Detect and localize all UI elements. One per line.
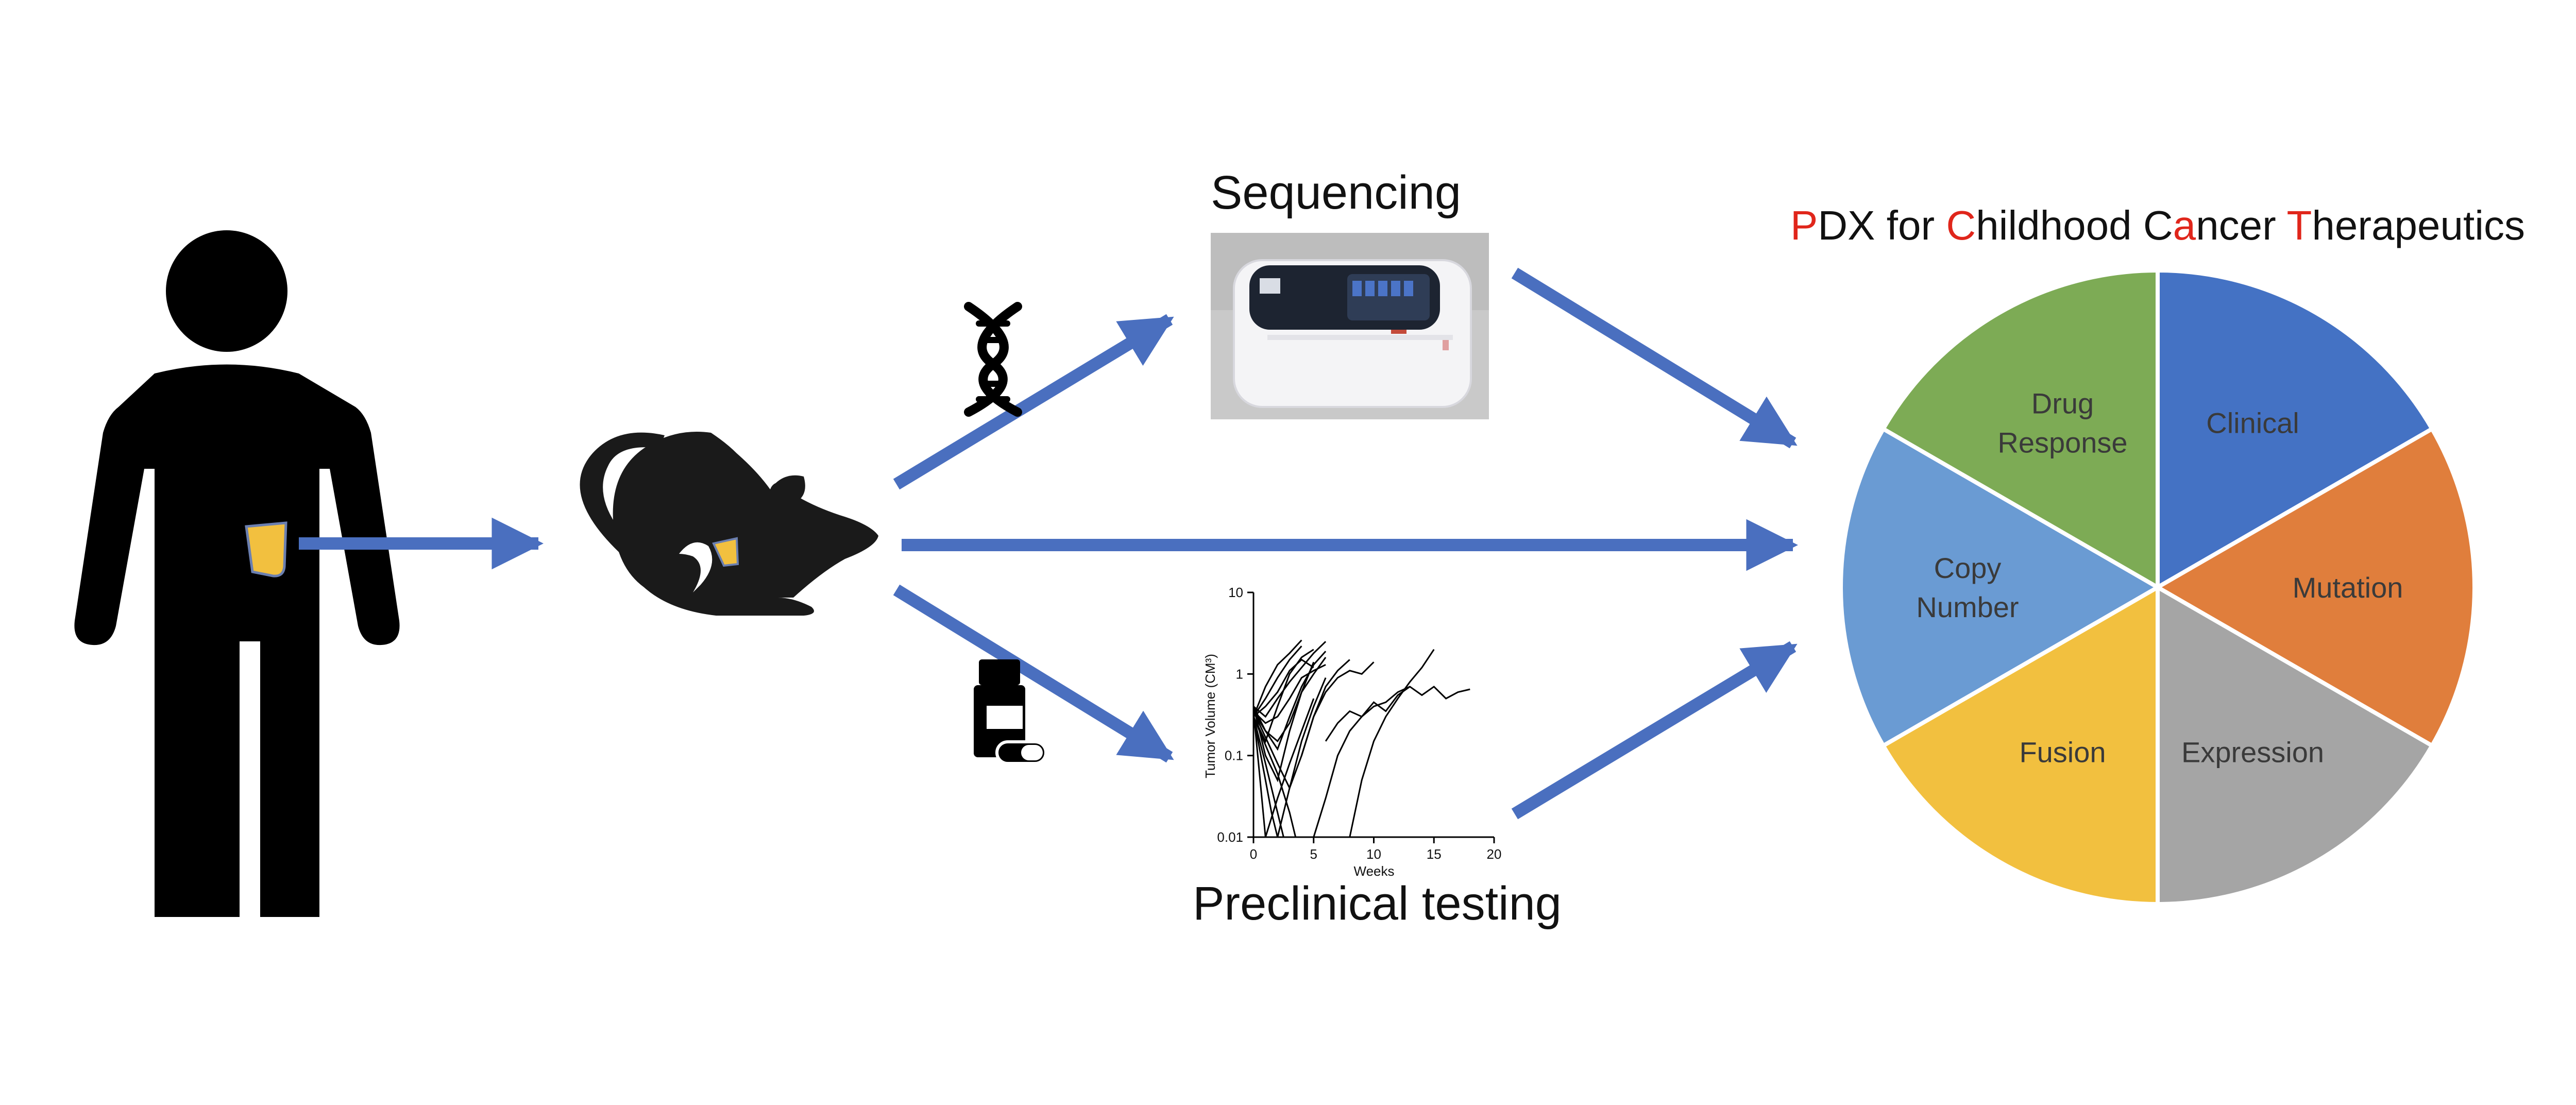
- dna-icon: [964, 302, 1022, 417]
- title-highlight-letter: a: [2173, 202, 2196, 248]
- series-line: [1252, 716, 1297, 838]
- x-tick-label: 10: [1366, 846, 1381, 862]
- series-line: [1252, 645, 1302, 717]
- sequencing-label: Sequencing: [1211, 166, 1461, 219]
- pie-slice-mutation: [2154, 426, 2477, 749]
- pie-label-fusion: Fusion: [2019, 736, 2106, 769]
- title-text: herapeutics: [2312, 202, 2525, 248]
- pie-slice-drug-response: [1880, 268, 2160, 591]
- title-highlight-letter: P: [1790, 202, 1818, 248]
- y-tick-label: 1: [1236, 666, 1243, 682]
- title-text: hildhood C: [1976, 202, 2173, 248]
- x-tick-label: 0: [1250, 846, 1257, 862]
- x-tick-label: 15: [1427, 846, 1442, 862]
- pie-label-clinical: Clinical: [2206, 406, 2299, 439]
- y-tick-label: 0.01: [1217, 829, 1243, 845]
- series-line: [1253, 658, 1314, 718]
- x-axis-title: Weeks: [1354, 863, 1395, 879]
- series-line: [1277, 677, 1327, 838]
- series-line: [1252, 661, 1315, 783]
- arrow-mouse-to-sequencing: [893, 314, 1174, 490]
- series-line: [1264, 698, 1315, 838]
- x-tick-label: 20: [1487, 846, 1502, 862]
- sequencer-instrument-icon: [1211, 233, 1489, 419]
- tumor-growth-chart: 0.01 0.1 1 10 0 5 10 15 20 Weeks Tumor Volume (…: [1202, 585, 1501, 879]
- title-highlight-letter: C: [1946, 202, 1976, 248]
- y-axis-title: Tumor Volume (CM³): [1202, 654, 1218, 778]
- arrow-preclinical-to-pie: [1511, 641, 1798, 820]
- preclinical-label: Preclinical testing: [1193, 877, 1562, 930]
- pie-label-mutation: Mutation: [2293, 571, 2403, 604]
- x-tick-label: 5: [1310, 846, 1317, 862]
- series-line: [1325, 685, 1470, 742]
- series-line: [1252, 649, 1314, 743]
- pie-slice-clinical: [2156, 268, 2435, 591]
- x-tick-group: 0 5 10 15 20: [1250, 837, 1502, 862]
- arrow-mouse-to-preclinical: [893, 584, 1174, 763]
- person-silhouette-icon: [74, 230, 400, 917]
- y-tick-label: 0.1: [1225, 748, 1243, 763]
- series-line: [1252, 657, 1327, 743]
- mouse-icon: [580, 432, 878, 616]
- series-line: [1313, 686, 1411, 838]
- arrow-sequencing-to-pie: [1511, 267, 1798, 449]
- pie-slice-expression: [2156, 584, 2435, 907]
- chart-series-group: [1252, 639, 1470, 838]
- title-text: DX for: [1818, 202, 1946, 248]
- series-line: [1252, 639, 1302, 717]
- title-text: ncer: [2196, 202, 2286, 248]
- pill-bottle-icon: [974, 659, 1047, 765]
- series-line: [1300, 661, 1375, 756]
- series-line: [1252, 711, 1266, 838]
- y-tick-label: 10: [1228, 585, 1243, 600]
- series-line: [1252, 664, 1326, 724]
- y-tick-group: 0.01 0.1 1 10: [1217, 585, 1253, 845]
- pie-slice-copy-number: [1839, 426, 2162, 749]
- title-highlight-letter: T: [2287, 202, 2312, 248]
- series-line: [1349, 649, 1435, 838]
- tumor-icon: [245, 521, 287, 577]
- series-line: [1252, 716, 1279, 838]
- pie-slice-fusion: [1880, 584, 2160, 907]
- pie-title: PDX for Childhood Cancer Therapeutics: [1790, 202, 2525, 248]
- series-line: [1253, 641, 1327, 718]
- pie-label-expression: Expression: [2181, 736, 2324, 769]
